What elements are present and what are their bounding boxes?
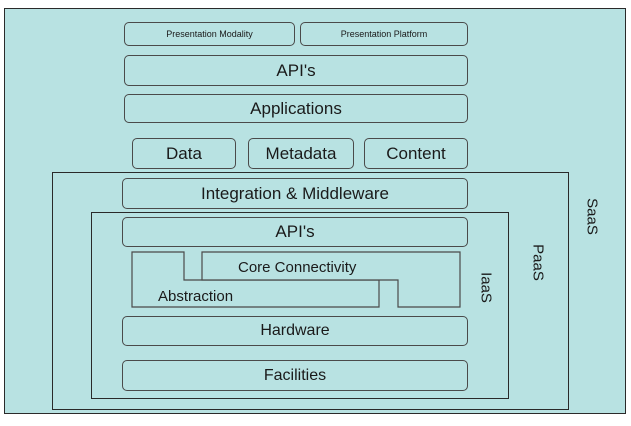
iaas-layer-label: IaaS <box>477 272 495 303</box>
iaas-apis-box: API's <box>122 217 468 247</box>
paas-layer-label: PaaS <box>529 244 547 281</box>
metadata-label: Metadata <box>265 143 337 163</box>
applications-label: Applications <box>250 98 342 118</box>
data-label: Data <box>166 143 202 163</box>
iaas-apis-label: API's <box>275 222 315 241</box>
saas-layer-label: SaaS <box>583 198 601 235</box>
content-label: Content <box>386 143 446 163</box>
content-box: Content <box>364 138 468 169</box>
saas-apis-label: API's <box>276 60 316 80</box>
presentation-platform-box: Presentation Platform <box>300 22 468 46</box>
presentation-modality-label: Presentation Modality <box>166 29 253 39</box>
hardware-box: Hardware <box>122 316 468 346</box>
data-box: Data <box>132 138 236 169</box>
core-connectivity-shape <box>201 251 461 308</box>
hardware-label: Hardware <box>260 322 330 339</box>
core-connectivity-label: Core Connectivity <box>238 259 357 276</box>
integration-middleware-label: Integration & Middleware <box>200 183 390 203</box>
metadata-box: Metadata <box>248 138 354 169</box>
presentation-platform-label: Presentation Platform <box>340 29 428 39</box>
integration-middleware-box: Integration & Middleware <box>122 178 468 209</box>
abstraction-label: Abstraction <box>158 288 234 305</box>
saas-apis-box: API's <box>124 55 468 86</box>
facilities-box: Facilities <box>122 360 468 391</box>
applications-box: Applications <box>124 94 468 123</box>
presentation-modality-box: Presentation Modality <box>124 22 295 46</box>
facilities-label: Facilities <box>263 366 327 384</box>
